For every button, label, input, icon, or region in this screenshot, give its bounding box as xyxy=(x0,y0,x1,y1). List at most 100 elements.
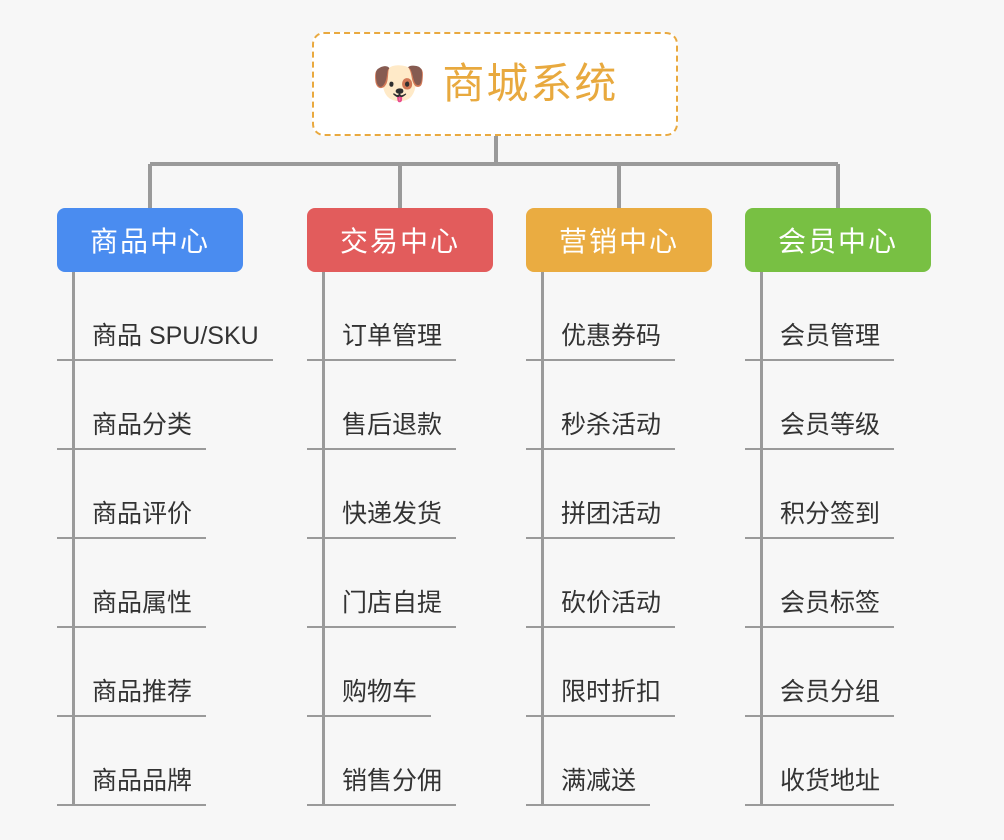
leaf-item[interactable]: 商品评价 xyxy=(57,450,273,539)
leaf-item-label: 商品属性 xyxy=(92,589,193,617)
leaf-item-inner: 购物车 xyxy=(307,677,432,717)
branch-header-label: 商品中心 xyxy=(89,226,210,257)
leaf-item-inner: 销售分佣 xyxy=(307,766,457,806)
root-title: 商城系统 xyxy=(442,60,619,107)
leaf-underline xyxy=(307,537,457,539)
leaf-underline xyxy=(526,359,676,361)
leaf-underline xyxy=(745,626,895,628)
leaf-item-label: 购物车 xyxy=(342,678,418,706)
leaf-item[interactable]: 积分签到 xyxy=(745,450,931,539)
branch-spine xyxy=(760,272,763,806)
leaf-item[interactable]: 砍价活动 xyxy=(526,539,712,628)
leaf-item-label: 商品 SPU/SKU xyxy=(92,322,259,350)
leaf-item-label: 会员分组 xyxy=(780,678,881,706)
leaf-item[interactable]: 会员管理 xyxy=(745,272,931,361)
branch-header-product-center[interactable]: 商品中心 xyxy=(57,208,243,272)
leaf-item[interactable]: 售后退款 xyxy=(307,361,493,450)
leaf-underline xyxy=(526,715,676,717)
leaf-underline xyxy=(526,537,676,539)
leaf-underline xyxy=(526,804,651,806)
leaf-item[interactable]: 限时折扣 xyxy=(526,628,712,717)
leaf-item-inner: 砍价活动 xyxy=(526,588,676,628)
leaf-item-inner: 商品分类 xyxy=(57,410,207,450)
leaf-item-label: 秒杀活动 xyxy=(561,411,662,439)
branch-header-label: 营销中心 xyxy=(558,226,679,257)
leaf-item-inner: 售后退款 xyxy=(307,410,457,450)
branch-product-center: 商品中心商品 SPU/SKU 商品分类商品评价商品属性商品推荐商品品牌 xyxy=(57,208,273,806)
leaf-underline xyxy=(57,537,207,539)
leaf-item-inner: 优惠券码 xyxy=(526,321,676,361)
leaf-underline xyxy=(745,448,895,450)
leaf-item-inner: 会员等级 xyxy=(745,410,895,450)
leaf-item-label: 售后退款 xyxy=(342,411,443,439)
leaf-underline xyxy=(745,537,895,539)
leaf-item-inner: 会员管理 xyxy=(745,321,895,361)
leaf-underline xyxy=(307,359,457,361)
leaf-item[interactable]: 商品分类 xyxy=(57,361,273,450)
leaf-item[interactable]: 商品品牌 xyxy=(57,717,273,806)
leaf-underline xyxy=(745,359,895,361)
root-node[interactable]: 🐶 商城系统 xyxy=(312,32,678,136)
leaf-item[interactable]: 销售分佣 xyxy=(307,717,493,806)
leaf-item-label: 商品评价 xyxy=(92,500,193,528)
leaf-underline xyxy=(307,804,457,806)
leaf-item[interactable]: 快递发货 xyxy=(307,450,493,539)
leaf-item-inner: 商品推荐 xyxy=(57,677,207,717)
leaf-item[interactable]: 商品推荐 xyxy=(57,628,273,717)
leaf-item-inner: 订单管理 xyxy=(307,321,457,361)
leaf-item-label: 商品品牌 xyxy=(92,767,193,795)
leaf-underline xyxy=(526,448,676,450)
leaf-item[interactable]: 收货地址 xyxy=(745,717,931,806)
leaf-item[interactable]: 会员分组 xyxy=(745,628,931,717)
branch-header-marketing-center[interactable]: 营销中心 xyxy=(526,208,712,272)
leaf-item-label: 会员管理 xyxy=(780,322,881,350)
leaf-item-label: 满减送 xyxy=(561,767,637,795)
leaf-item-inner: 满减送 xyxy=(526,766,651,806)
leaf-item-label: 优惠券码 xyxy=(561,322,662,350)
leaf-underline xyxy=(745,804,895,806)
leaf-item[interactable]: 订单管理 xyxy=(307,272,493,361)
leaf-item-label: 门店自提 xyxy=(342,589,443,617)
leaf-underline xyxy=(307,448,457,450)
leaf-item[interactable]: 商品 SPU/SKU xyxy=(57,272,273,361)
leaf-item[interactable]: 拼团活动 xyxy=(526,450,712,539)
leaf-item[interactable]: 会员等级 xyxy=(745,361,931,450)
leaf-item-inner: 积分签到 xyxy=(745,499,895,539)
leaf-item-label: 积分签到 xyxy=(780,500,881,528)
leaf-list-marketing-center: 优惠券码秒杀活动拼团活动砍价活动限时折扣满减送 xyxy=(526,272,712,806)
leaf-underline xyxy=(526,626,676,628)
branch-header-trade-center[interactable]: 交易中心 xyxy=(307,208,493,272)
leaf-item[interactable]: 购物车 xyxy=(307,628,493,717)
leaf-underline xyxy=(57,804,207,806)
leaf-item-label: 订单管理 xyxy=(342,322,443,350)
leaf-item[interactable]: 秒杀活动 xyxy=(526,361,712,450)
leaf-item-inner: 限时折扣 xyxy=(526,677,676,717)
leaf-item[interactable]: 门店自提 xyxy=(307,539,493,628)
leaf-item[interactable]: 会员标签 xyxy=(745,539,931,628)
leaf-list-trade-center: 订单管理售后退款快递发货门店自提购物车销售分佣 xyxy=(307,272,493,806)
branch-header-member-center[interactable]: 会员中心 xyxy=(745,208,931,272)
leaf-item-inner: 快递发货 xyxy=(307,499,457,539)
leaf-item[interactable]: 商品属性 xyxy=(57,539,273,628)
leaf-item-inner: 门店自提 xyxy=(307,588,457,628)
leaf-item-inner: 秒杀活动 xyxy=(526,410,676,450)
leaf-item-inner: 收货地址 xyxy=(745,766,895,806)
leaf-underline xyxy=(307,626,457,628)
dog-face-icon: 🐶 xyxy=(371,59,427,108)
leaf-item-label: 商品分类 xyxy=(92,411,193,439)
branch-trade-center: 交易中心订单管理售后退款快递发货门店自提购物车销售分佣 xyxy=(307,208,493,806)
leaf-item-inner: 商品评价 xyxy=(57,499,207,539)
leaf-item[interactable]: 优惠券码 xyxy=(526,272,712,361)
leaf-item-label: 快递发货 xyxy=(342,500,443,528)
leaf-item[interactable]: 满减送 xyxy=(526,717,712,806)
leaf-list-product-center: 商品 SPU/SKU 商品分类商品评价商品属性商品推荐商品品牌 xyxy=(57,272,273,806)
branch-spine xyxy=(322,272,325,806)
branch-marketing-center: 营销中心优惠券码秒杀活动拼团活动砍价活动限时折扣满减送 xyxy=(526,208,712,806)
branch-spine xyxy=(541,272,544,806)
leaf-list-member-center: 会员管理会员等级积分签到会员标签会员分组收货地址 xyxy=(745,272,931,806)
leaf-item-label: 销售分佣 xyxy=(342,767,443,795)
leaf-item-label: 商品推荐 xyxy=(92,678,193,706)
leaf-underline xyxy=(307,715,432,717)
branch-header-label: 交易中心 xyxy=(339,226,460,257)
leaf-item-inner: 商品品牌 xyxy=(57,766,207,806)
